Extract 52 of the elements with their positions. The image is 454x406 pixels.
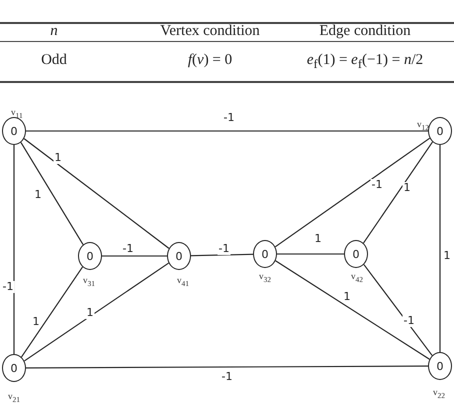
edge-label: 1: [34, 189, 42, 201]
edge-line: [24, 262, 169, 362]
vertex-name: v$_{21}$: [8, 391, 20, 404]
vertex-value: 0: [10, 124, 18, 138]
edge-line: [26, 130, 428, 132]
edge-line: [24, 138, 170, 249]
vertex-value: 0: [436, 360, 444, 372]
edge-line: [20, 142, 84, 245]
vertex-value: 0: [176, 250, 182, 262]
vertex-value: 0: [436, 124, 444, 138]
vertex-name: v$_{32}$: [259, 271, 271, 284]
table-cell: Odd: [41, 52, 67, 69]
edge-label: 1: [54, 152, 62, 164]
edge-label: 1: [442, 250, 452, 262]
edge-label: 1: [314, 233, 322, 245]
edge-line: [277, 253, 344, 255]
math-formula: e$_{f}$(1) = e$_{f}$(−1) = n/2: [306, 52, 424, 72]
edge-line: [26, 366, 428, 368]
edge-label: 1: [342, 291, 352, 303]
vertex-value: 0: [352, 248, 360, 260]
edge-label: 1: [86, 307, 94, 319]
edge-line: [21, 266, 83, 358]
vertex-name: v$_{41}$: [177, 275, 189, 288]
edge-label: 1: [402, 182, 412, 194]
edge-line: [190, 254, 254, 256]
vertex-name: v$_{11}$: [11, 107, 23, 120]
edge-label: -1: [402, 315, 416, 327]
vertex-name: v$_{22}$: [433, 387, 445, 400]
vertex-name: v$_{31}$: [83, 275, 95, 288]
edge-label: -1: [220, 371, 234, 383]
column-header: n: [50, 23, 58, 40]
edge-label: 1: [32, 316, 40, 328]
edge-line: [363, 264, 433, 356]
edge-line: [439, 145, 441, 352]
vertex-value: 0: [86, 250, 94, 262]
edge-line: [363, 142, 433, 244]
edge-line: [275, 260, 430, 360]
edge-label: -1: [370, 179, 384, 191]
edge-label: -1: [122, 243, 134, 255]
edge-label: -1: [218, 243, 230, 255]
edge-label: -1: [2, 281, 14, 293]
edge-line: [13, 145, 15, 354]
column-header: Vertex condition: [160, 23, 260, 40]
vertex-name: v$_{42}$: [351, 271, 363, 284]
edge-line: [102, 255, 167, 257]
edge-label: -1: [222, 112, 236, 124]
vertex-value: 0: [262, 248, 268, 260]
vertex-value: 0: [10, 362, 18, 374]
math-formula: f(v) = 0: [188, 52, 232, 69]
edge-line: [274, 138, 430, 248]
column-header: Edge condition: [319, 23, 411, 40]
vertex-name: v$_{12}$: [417, 119, 429, 132]
